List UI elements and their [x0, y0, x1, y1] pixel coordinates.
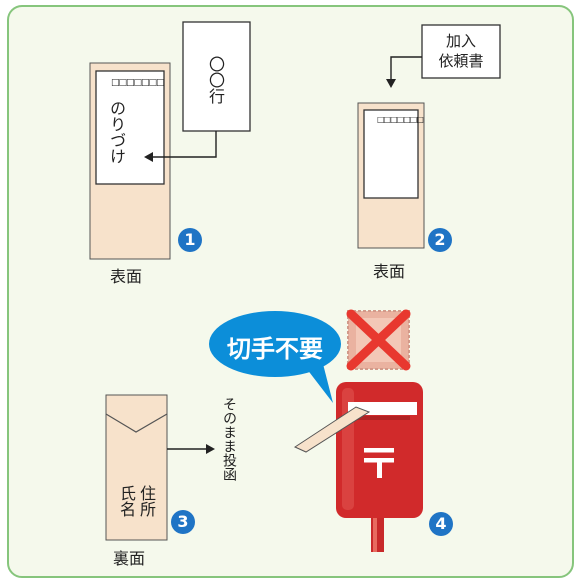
mailbox-post [371, 514, 384, 552]
address-field: 住所 [137, 485, 156, 517]
step1-envelope [89, 62, 171, 260]
cross-icon [346, 309, 411, 371]
arrow-head-left-icon [144, 152, 153, 162]
step1-caption: 表面 [110, 267, 143, 286]
step1-label-card [182, 21, 251, 132]
postal-mark-icon [364, 448, 394, 478]
name-field: 氏名 [117, 485, 136, 517]
step3-envelope-back [105, 394, 168, 541]
step4-badge: 4 [435, 514, 447, 533]
speech-bubble [209, 311, 341, 403]
post-as-is-instruction: そのまま投函 [221, 397, 237, 481]
step1-badge-circle [178, 228, 202, 252]
step4-badge-circle [429, 512, 453, 536]
step2-badge-circle [428, 228, 452, 252]
step2-badge: 2 [434, 230, 446, 249]
step3-badge: 3 [177, 512, 189, 531]
step2-caption: 表面 [373, 262, 406, 281]
step2-document-box [421, 24, 501, 79]
step3-caption: 裏面 [113, 549, 146, 568]
step2-envelope [357, 102, 425, 249]
postal-code-boxes: □□□□□□□ [377, 115, 424, 124]
step1-arrow [148, 131, 217, 158]
no-stamp-needed-callout: 切手不要 [227, 335, 323, 363]
application-form-label: 加入 依頼書 [438, 32, 484, 70]
addressee-label: 〇〇行 [206, 56, 225, 104]
post-box-icon [336, 382, 423, 518]
step3-badge-circle [171, 510, 195, 534]
arrow-head-right-icon [206, 444, 215, 454]
envelope-glue-note: のりづけ [107, 100, 126, 164]
step1-badge: 1 [184, 230, 196, 249]
postal-code-boxes: □□□□□□□ [111, 78, 165, 88]
step2-arrow [390, 56, 422, 80]
posting-envelope [293, 406, 371, 453]
arrow-head-down-icon [386, 79, 396, 88]
